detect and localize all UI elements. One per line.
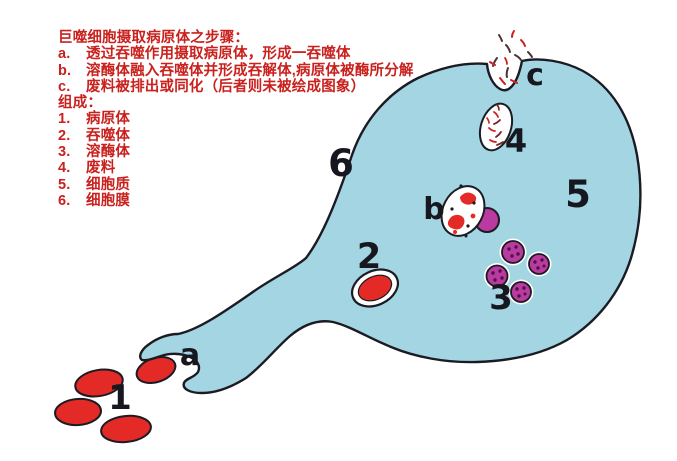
lysosome-icon — [508, 279, 534, 305]
legend-step-b: b. 溶酶体融入吞噬体并形成吞解体,病原体被酶所分解 — [58, 63, 458, 79]
step-text: 溶酶体融入吞噬体并形成吞解体,病原体被酶所分解 — [86, 62, 414, 79]
component-key: 6. — [58, 192, 71, 209]
legend-component-5: 5. 细胞质 — [58, 177, 458, 193]
diagram-labels: a b c 1 2 3 4 5 6 — [108, 58, 591, 418]
component-text: 细胞质 — [86, 176, 131, 193]
components-title-text: 组成： — [58, 95, 103, 112]
macrophage-cell-body — [139, 58, 642, 395]
label-2: 2 — [357, 237, 381, 277]
component-key: 4. — [58, 160, 71, 177]
label-6: 6 — [328, 142, 354, 185]
phagolysosome-icon — [440, 184, 486, 238]
component-text: 废料 — [86, 160, 116, 177]
exocytosis-debris-icon — [489, 30, 533, 85]
lysosome-cluster — [484, 238, 552, 305]
pathogen-icon — [54, 397, 102, 427]
legend-component-2: 2. 吞噬体 — [58, 128, 458, 144]
legend-component-4: 4. 废料 — [58, 160, 458, 176]
label-c: c — [526, 58, 544, 93]
legend-title: 巨噬细胞摄取病原体之步骤： — [58, 30, 458, 46]
component-key: 2. — [58, 127, 71, 144]
component-text: 溶酶体 — [86, 144, 131, 161]
component-key: 1. — [58, 111, 71, 128]
pathogen-icon — [74, 368, 124, 398]
waste-debris-icon — [486, 104, 504, 146]
pathogen-icon — [100, 414, 152, 444]
legend-component-3: 3. 溶酶体 — [58, 144, 458, 160]
legend-step-c: c. 废料被排出或同化（后者则未被绘成图象） — [58, 79, 458, 95]
component-text: 细胞膜 — [86, 192, 131, 209]
lysosome-icon — [499, 238, 527, 266]
pathogen-group — [54, 368, 152, 444]
legend-step-a: a. 透过吞噬作用摄取病原体，形成一吞噬体 — [58, 46, 458, 62]
legend-component-6: 6. 细胞膜 — [58, 193, 458, 209]
step-text: 废料被排出或同化（后者则未被绘成图象） — [86, 78, 366, 95]
lysosome-icon — [484, 263, 510, 289]
label-4: 4 — [505, 122, 527, 160]
digested-pathogen-fragments-icon — [447, 184, 477, 238]
component-text: 吞噬体 — [86, 127, 131, 144]
step-key: b. — [58, 62, 72, 79]
waste-vesicle-icon — [478, 102, 514, 152]
component-key: 5. — [58, 176, 71, 193]
step-text: 透过吞噬作用摄取病原体，形成一吞噬体 — [86, 46, 351, 63]
phagosome-icon — [350, 268, 400, 308]
legend-component-1: 1. 病原体 — [58, 111, 458, 127]
step-key: a. — [58, 46, 71, 63]
label-a: a — [180, 338, 200, 373]
legend-block: 巨噬细胞摄取病原体之步骤： a. 透过吞噬作用摄取病原体，形成一吞噬体 b. 溶… — [58, 30, 458, 209]
legend-components-title: 组成： — [58, 95, 458, 111]
component-key: 3. — [58, 144, 71, 161]
step-key: c. — [58, 78, 71, 95]
label-b: b — [423, 192, 444, 227]
legend-title-text: 巨噬细胞摄取病原体之步骤： — [58, 30, 250, 46]
label-5: 5 — [565, 173, 591, 216]
label-1: 1 — [108, 378, 132, 418]
label-3: 3 — [489, 278, 513, 318]
component-text: 病原体 — [86, 111, 131, 128]
lysosome-icon — [526, 251, 552, 277]
